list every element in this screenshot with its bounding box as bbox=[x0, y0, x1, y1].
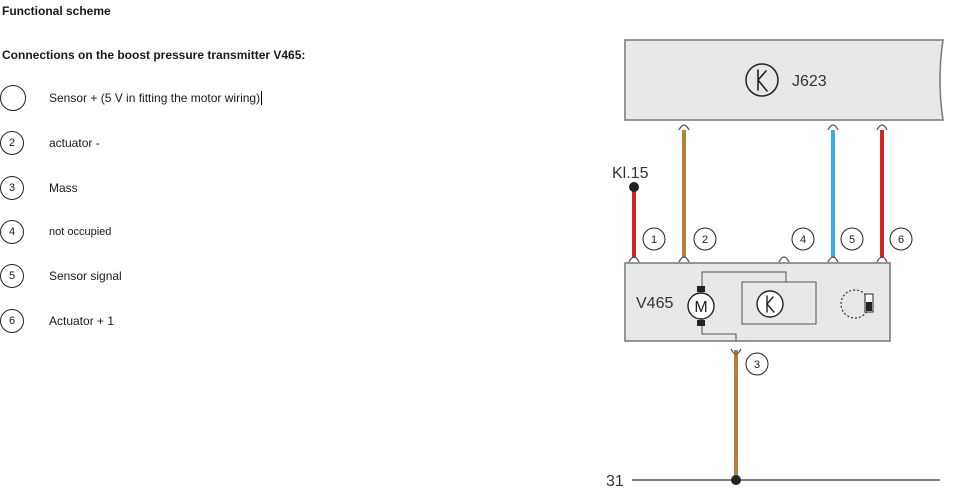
text-cursor bbox=[261, 91, 263, 106]
legend-item-1: Sensor + (5 V in fitting the motor wirin… bbox=[0, 84, 263, 112]
sensor-v465-box: V465 M bbox=[624, 262, 891, 342]
legend-number-circle: 2 bbox=[0, 131, 24, 155]
legend-text: actuator - bbox=[49, 136, 100, 150]
svg-text:M: M bbox=[694, 299, 707, 316]
legend-item-3: 3 Mass bbox=[0, 174, 78, 202]
legend-item-2: 2 actuator - bbox=[0, 129, 100, 157]
page-title: Functional scheme bbox=[2, 4, 111, 18]
ground-junction-node bbox=[731, 475, 741, 485]
legend-item-4: 4 not occupied bbox=[0, 218, 111, 246]
legend-item-5: 5 Sensor signal bbox=[0, 262, 122, 290]
terminal-15-node bbox=[629, 182, 639, 192]
legend-text[interactable]: Sensor + (5 V in fitting the motor wirin… bbox=[49, 90, 263, 106]
legend-text: Actuator + 1 bbox=[49, 314, 115, 328]
legend-number-circle bbox=[0, 85, 26, 111]
motor-icon bbox=[687, 292, 715, 320]
pin-label-6: 6 bbox=[898, 234, 904, 246]
pin-label-2: 2 bbox=[702, 234, 708, 246]
legend-number-circle: 3 bbox=[0, 176, 24, 200]
pin-label-4: 4 bbox=[800, 234, 806, 246]
pin-circle-3 bbox=[745, 352, 769, 376]
terminal-15-label: Kl.15 bbox=[612, 165, 649, 182]
pin-circle-5 bbox=[840, 227, 864, 251]
control-unit-icon bbox=[745, 63, 779, 97]
pin-circle-6 bbox=[889, 227, 913, 251]
legend-number-circle: 5 bbox=[0, 264, 24, 288]
pin-label-3: 3 bbox=[754, 359, 760, 371]
legend-text: Sensor signal bbox=[49, 269, 122, 283]
ecu-label: J623 bbox=[792, 73, 827, 90]
pin-circle-1 bbox=[642, 227, 666, 251]
sensor-label: V465 bbox=[636, 295, 673, 312]
legend-number-circle: 6 bbox=[0, 309, 24, 333]
legend-text: not occupied bbox=[49, 226, 112, 238]
page-subtitle: Connections on the boost pressure transm… bbox=[2, 48, 306, 62]
ecu-j623-box: J623 bbox=[624, 39, 944, 121]
sensor-control-icon bbox=[756, 290, 784, 318]
pin-label-5: 5 bbox=[849, 234, 855, 246]
pin-circle-2 bbox=[693, 227, 717, 251]
legend-text: Mass bbox=[49, 181, 78, 195]
ground-label: 31 bbox=[606, 473, 624, 490]
pin-label-1: 1 bbox=[651, 234, 657, 246]
pin-circle-4 bbox=[791, 227, 815, 251]
legend-number-circle: 4 bbox=[0, 220, 24, 244]
legend-item-6: 6 Actuator + 1 bbox=[0, 307, 114, 335]
